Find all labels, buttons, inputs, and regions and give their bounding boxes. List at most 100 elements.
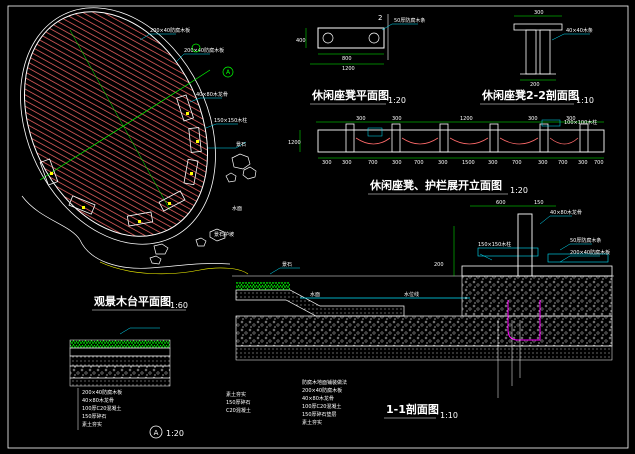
svg-text:300: 300 bbox=[342, 160, 352, 166]
s11-dim-w: 200 bbox=[434, 262, 444, 268]
s11-note-a: 40×80木龙骨 bbox=[550, 209, 582, 216]
perimeter-benches bbox=[39, 94, 202, 227]
bench-elevation: 300 300 1200 300 300 100×100木柱 1200 bbox=[288, 116, 605, 195]
svg-text:150厚碎石: 150厚碎石 bbox=[226, 399, 251, 406]
svg-text:100厚C20混凝土: 100厚C20混凝土 bbox=[82, 405, 121, 412]
svg-text:100厚C20混凝土: 100厚C20混凝土 bbox=[302, 403, 341, 410]
svg-text:300: 300 bbox=[566, 116, 576, 122]
svg-text:300: 300 bbox=[488, 160, 498, 166]
posts bbox=[50, 112, 199, 223]
plan-note-a: 200×40防腐木板 bbox=[150, 27, 190, 34]
sec-dim-w: 200 bbox=[530, 82, 540, 88]
svg-text:150厚碎石垫层: 150厚碎石垫层 bbox=[302, 411, 337, 418]
bench-dim-inner: 800 bbox=[342, 56, 352, 62]
s11-water-note: 水位线 bbox=[404, 291, 419, 298]
svg-text:素土夯实: 素土夯实 bbox=[226, 391, 246, 398]
plan-note-g: 景石护坡 bbox=[214, 231, 234, 238]
s11-pipe bbox=[507, 300, 541, 341]
sec-dim-top: 300 bbox=[534, 10, 544, 16]
svg-text:C20混凝土: C20混凝土 bbox=[226, 407, 251, 414]
s11-note-c: 200×40防腐木板 bbox=[570, 249, 610, 256]
bench-plan-title: 休闲座凳平面图 bbox=[311, 88, 389, 102]
stones bbox=[149, 153, 257, 265]
bench-top bbox=[317, 27, 385, 49]
s11-layer-notes: 防腐木地面铺装做法 200×40防腐木板 40×80木龙骨 100厚C20混凝土… bbox=[302, 379, 347, 426]
svg-text:300: 300 bbox=[356, 116, 366, 122]
sec-note: 40×40木条 bbox=[566, 27, 593, 34]
bench-section-scale: 1:10 bbox=[576, 96, 594, 105]
water-edge bbox=[21, 195, 231, 269]
plan-note-e: 景石 bbox=[236, 141, 246, 148]
svg-text:1200: 1200 bbox=[460, 116, 473, 122]
plan-scale: 1:60 bbox=[170, 301, 188, 310]
bench-dim-h: 400 bbox=[296, 38, 306, 44]
section-11-scale: 1:10 bbox=[440, 411, 458, 420]
section-11-title: 1-1剖面图 bbox=[386, 402, 439, 416]
plan-title: 观景木台平面图 bbox=[94, 294, 171, 308]
bench-dim-width: 1200 bbox=[342, 66, 355, 72]
svg-text:700: 700 bbox=[512, 160, 522, 166]
deck-plan: 200×40防腐木板 200×40防腐木板 40×80木龙骨 150×150木柱… bbox=[20, 7, 257, 311]
svg-text:素土夯实: 素土夯实 bbox=[302, 419, 322, 426]
axis-line-2 bbox=[69, 29, 171, 211]
s11-note-g: 150×150木柱 bbox=[478, 241, 511, 248]
plan-note-c: 40×80木龙骨 bbox=[196, 91, 228, 98]
plan-leaders bbox=[139, 33, 247, 149]
svg-text:防腐木地面铺装做法: 防腐木地面铺装做法 bbox=[302, 379, 347, 386]
s11-dim-a: 600 bbox=[496, 200, 506, 206]
cut-2-label: 2 bbox=[378, 14, 382, 22]
svg-text:700: 700 bbox=[594, 160, 604, 166]
svg-text:300: 300 bbox=[392, 160, 402, 166]
svg-text:40×80木龙骨: 40×80木龙骨 bbox=[302, 395, 334, 402]
plan-note-f: 水面 bbox=[232, 205, 242, 212]
svg-text:1500: 1500 bbox=[462, 160, 475, 166]
svg-text:300: 300 bbox=[528, 116, 538, 122]
elev-posts bbox=[345, 123, 589, 153]
bench-note: 50厚防腐木条 bbox=[394, 17, 425, 24]
svg-text:300: 300 bbox=[578, 160, 588, 166]
detail-a-marker bbox=[149, 425, 163, 439]
bench-section-title: 休闲座凳2-2剖面图 bbox=[481, 88, 579, 102]
bench-section: 300 200 40×40木条 休闲座凳2-2剖面图 1:10 bbox=[480, 10, 594, 105]
water-edge-2 bbox=[99, 261, 249, 275]
s11-dim-b: 150 bbox=[534, 200, 544, 206]
s11-note-b: 50厚防腐木条 bbox=[570, 237, 601, 244]
detail-a-letter: A bbox=[154, 429, 159, 437]
elev-bench-curves bbox=[355, 137, 579, 145]
s11-note-d: 水面 bbox=[310, 291, 320, 298]
deck-edge-outer bbox=[20, 7, 216, 245]
svg-text:700: 700 bbox=[558, 160, 568, 166]
s11-left-labels: 素土夯实 150厚碎石 C20混凝土 bbox=[226, 391, 251, 414]
svg-text:200×40防腐木板: 200×40防腐木板 bbox=[302, 387, 342, 394]
detail-a-scale: 1:20 bbox=[166, 429, 184, 438]
svg-text:300: 300 bbox=[438, 160, 448, 166]
s11-leaders bbox=[269, 215, 600, 275]
bench-plan-scale: 1:20 bbox=[388, 96, 406, 105]
svg-text:200×40防腐木板: 200×40防腐木板 bbox=[82, 389, 122, 396]
svg-text:40×80木龙骨: 40×80木龙骨 bbox=[82, 397, 114, 404]
deck-oval bbox=[23, 11, 209, 237]
elev-top-dims: 300 300 1200 300 300 bbox=[356, 116, 576, 122]
elev-dim-h: 1200 bbox=[288, 140, 301, 146]
svg-text:700: 700 bbox=[414, 160, 424, 166]
cut-marker-a bbox=[222, 66, 234, 78]
plan-note-d: 150×150木柱 bbox=[214, 117, 247, 124]
svg-text:300: 300 bbox=[392, 116, 402, 122]
svg-text:300: 300 bbox=[322, 160, 332, 166]
svg-text:300: 300 bbox=[538, 160, 548, 166]
elevation-title: 休闲座凳、护栏展开立面图 bbox=[369, 178, 502, 192]
elev-bay-dims: 300 300 700 300 700 300 1500 300 700 300… bbox=[322, 160, 604, 166]
s11-note-e: 景石 bbox=[282, 261, 292, 268]
elevation-scale: 1:20 bbox=[510, 186, 528, 195]
svg-text:700: 700 bbox=[368, 160, 378, 166]
detail-layer-notes: 200×40防腐木板 40×80木龙骨 100厚C20混凝土 150厚碎石 素土… bbox=[82, 389, 122, 428]
cut-marker-plan bbox=[191, 43, 201, 53]
cut-marker-a-label: A bbox=[226, 69, 231, 76]
svg-text:150厚碎石: 150厚碎石 bbox=[82, 413, 107, 420]
bench-plan: 800 1200 400 2 50厚防腐木条 休闲座凳平面图 1:20 bbox=[296, 14, 425, 105]
section-1-1: 600 150 200 水位线 40×80木龙骨 50厚防腐木条 200×40防… bbox=[226, 200, 614, 426]
axis-line bbox=[39, 69, 211, 181]
plan-note-b: 200×40防腐木板 bbox=[184, 47, 224, 54]
detail-a: 200×40防腐木板 40×80木龙骨 100厚C20混凝土 150厚碎石 素土… bbox=[69, 327, 184, 439]
